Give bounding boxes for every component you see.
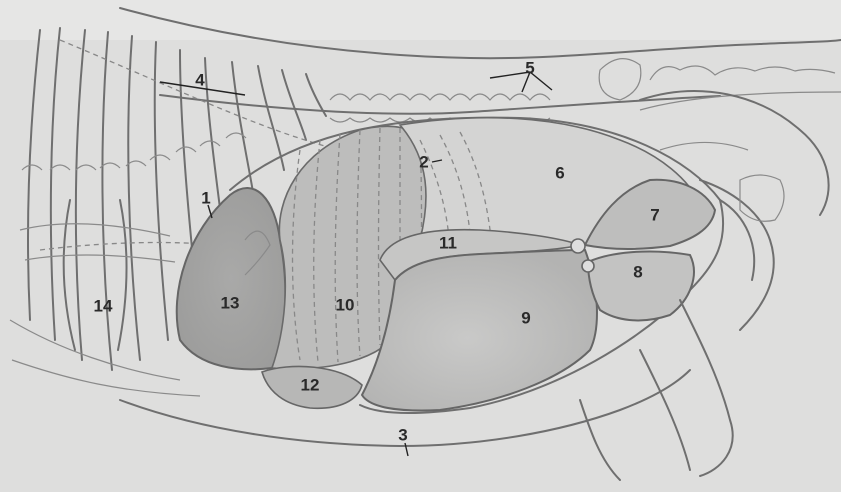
label-10: 10 (336, 297, 355, 314)
paper-top-band (0, 0, 841, 40)
label-8: 8 (633, 264, 642, 281)
label-2: 2 (419, 154, 428, 171)
label-1: 1 (201, 190, 210, 207)
label-13: 13 (221, 295, 240, 312)
label-14: 14 (94, 298, 113, 315)
label-11: 11 (439, 235, 457, 252)
label-4: 4 (195, 72, 204, 89)
label-7: 7 (650, 207, 659, 224)
label-9: 9 (521, 310, 530, 327)
label-12: 12 (301, 377, 320, 394)
node-circle-upper (571, 239, 585, 253)
node-circle-lower (582, 260, 594, 272)
label-3: 3 (398, 427, 407, 444)
label-5: 5 (525, 60, 534, 77)
label-6: 6 (555, 165, 564, 182)
